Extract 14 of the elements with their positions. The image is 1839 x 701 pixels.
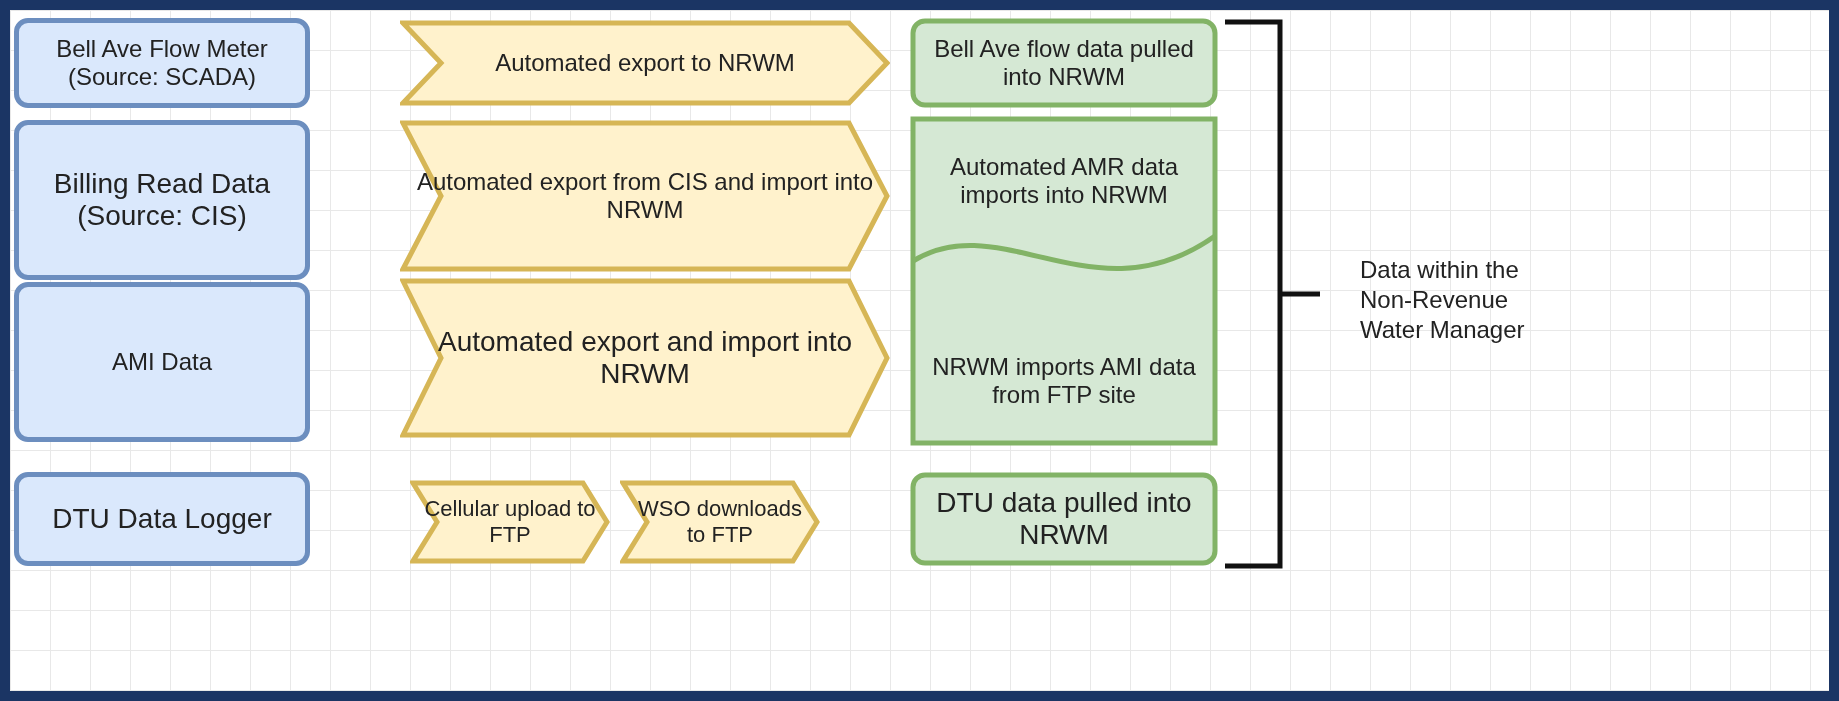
bracket-label: Data within the Non-Revenue Water Manager xyxy=(1360,255,1526,345)
process-step: Automated export and import into NRWM xyxy=(400,278,890,438)
process-step: WSO downloads to FTP xyxy=(620,480,820,564)
result-box: NRWM imports AMI data from FTP site xyxy=(910,316,1218,446)
process-step: Cellular upload to FTP xyxy=(410,480,610,564)
source-box: Billing Read Data (Source: CIS) xyxy=(14,120,310,280)
source-box: Bell Ave Flow Meter (Source: SCADA) xyxy=(14,18,310,108)
result-box: DTU data pulled into NRWM xyxy=(910,472,1218,566)
result-box: Bell Ave flow data pulled into NRWM xyxy=(910,18,1218,108)
result-box: Automated AMR data imports into NRWM xyxy=(910,116,1218,316)
process-step: Automated export to NRWM xyxy=(400,20,890,106)
process-step: Automated export from CIS and import into NRWM xyxy=(400,120,890,272)
source-box: AMI Data xyxy=(14,282,310,442)
source-box: DTU Data Logger xyxy=(14,472,310,566)
